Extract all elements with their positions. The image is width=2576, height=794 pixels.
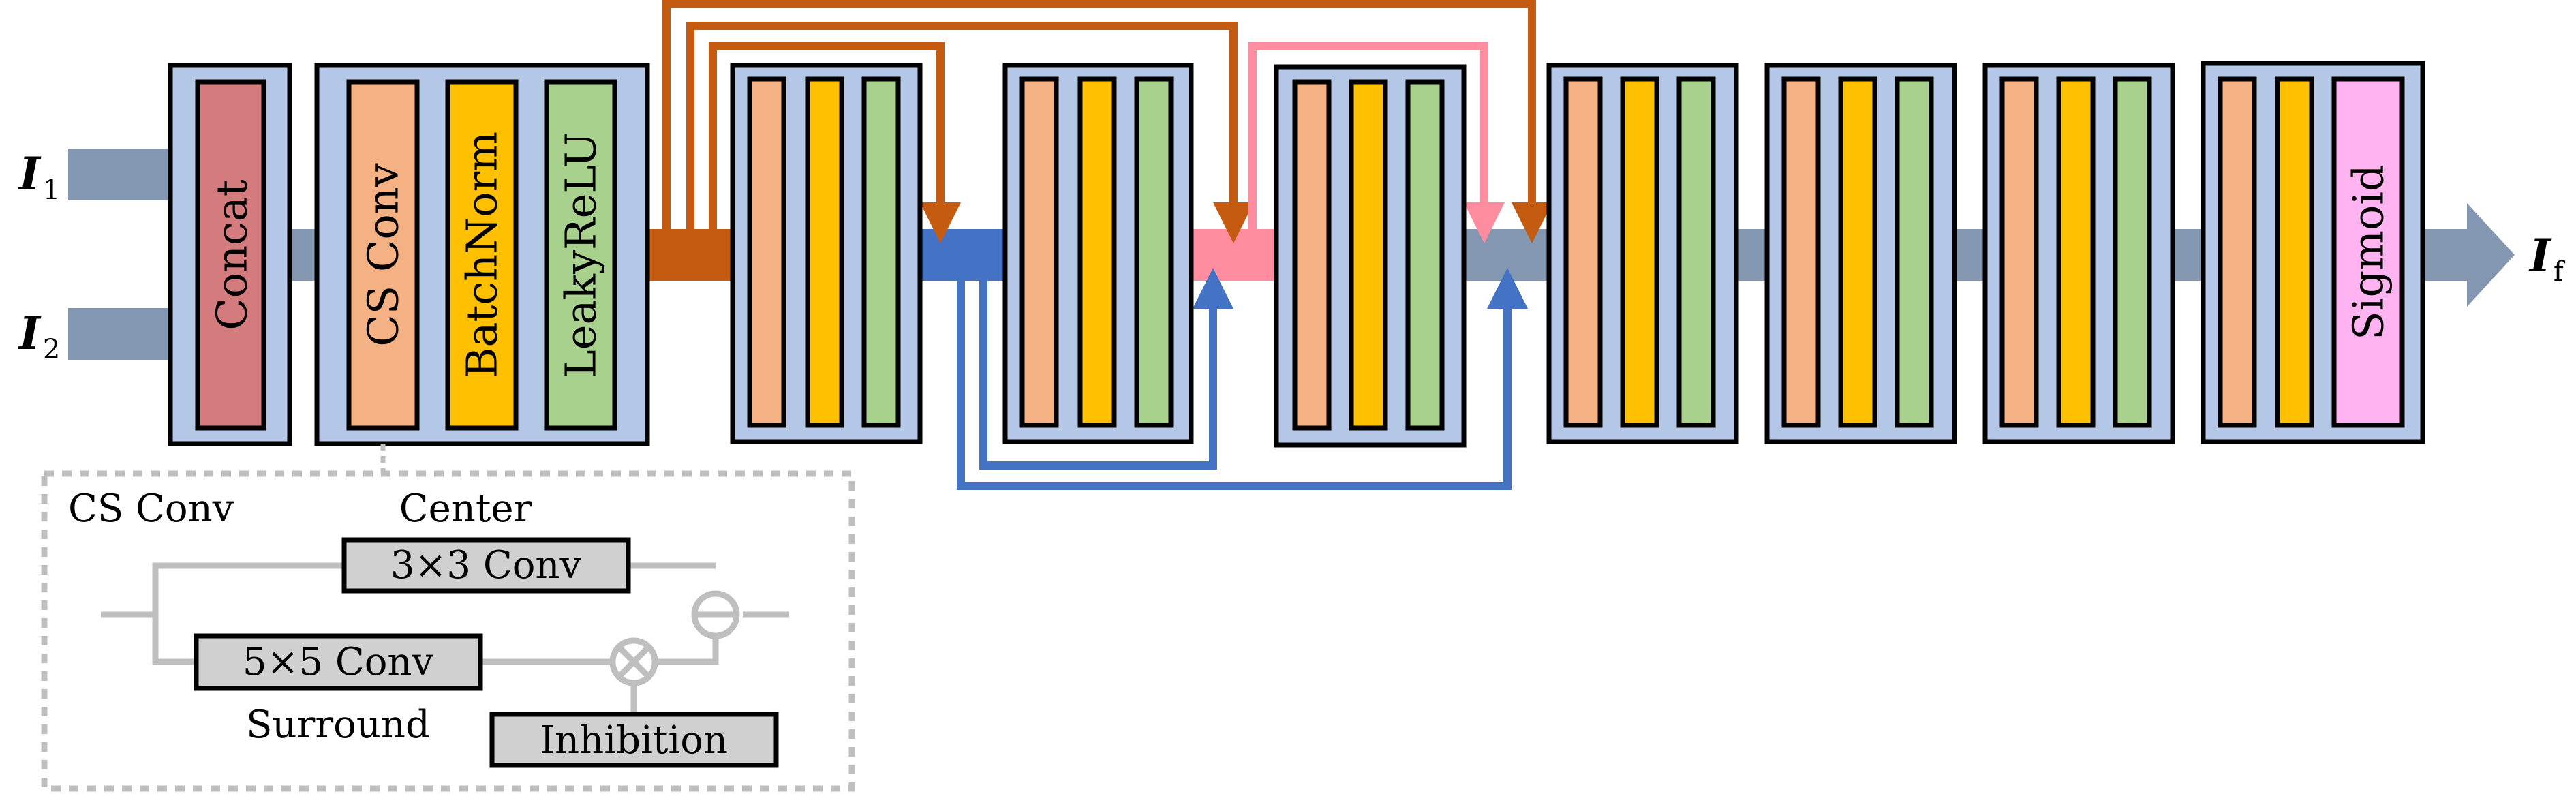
skip-connection-orange — [686, 22, 1254, 243]
conv-block-5 — [1764, 63, 1957, 444]
pipe-segment-pink — [1191, 229, 1276, 281]
pipe-segment-blue — [920, 229, 1005, 281]
output-arrow — [2423, 203, 2515, 307]
sigmoid-block: Sigmoid — [2201, 61, 2425, 444]
input-1-pipe — [68, 149, 170, 200]
sigmoid-label: Sigmoid — [2344, 164, 2393, 340]
conv-block-4 — [1546, 63, 1739, 444]
input-2-pipe — [68, 308, 170, 360]
concat-label: Concat — [207, 179, 257, 330]
conv-block-1 — [730, 63, 923, 444]
conv3-box — [341, 537, 631, 594]
skip-connection-blue — [957, 268, 1528, 490]
center-label: Center — [399, 487, 532, 531]
cs-conv-inset: CS Conv Center 3×3 Conv 5×5 Conv Surroun… — [41, 470, 855, 792]
skip-connection-blue — [979, 268, 1233, 470]
pipe-segment — [2173, 229, 2203, 281]
subtract-node-icon — [691, 590, 740, 639]
multiply-node-icon — [609, 637, 658, 686]
skip-connection-orange — [662, 0, 1552, 243]
pipe-segment — [1464, 229, 1549, 281]
conv-block-6 — [1982, 63, 2175, 444]
cs-conv-label: CS Conv — [358, 163, 408, 346]
skip-connection-pink — [1248, 42, 1505, 243]
batchnorm-label: BatchNorm — [457, 132, 507, 378]
conv5-box — [194, 633, 483, 691]
conv3-label: 3×3 Conv — [390, 543, 582, 587]
skip-connection-orange — [709, 42, 961, 243]
pipe-segment — [290, 229, 317, 281]
pipe-segment — [1736, 229, 1767, 281]
leakyrelu-label: LeakyReLU — [556, 132, 606, 378]
cs-conv-block: CS Conv BatchNorm LeakyReLU — [314, 63, 650, 446]
inhibition-box — [489, 712, 779, 768]
inset-title: CS Conv — [68, 487, 234, 531]
surround-label: Surround — [246, 703, 430, 747]
conv5-label: 5×5 Conv — [243, 640, 434, 684]
conv-block-3 — [1274, 64, 1467, 448]
pipe-segment — [1954, 229, 1985, 281]
pipe-segment-orange — [647, 229, 733, 281]
conv-block-2 — [1002, 63, 1194, 444]
concat-block: Concat — [168, 63, 292, 446]
inhibition-label: Inhibition — [540, 718, 728, 763]
